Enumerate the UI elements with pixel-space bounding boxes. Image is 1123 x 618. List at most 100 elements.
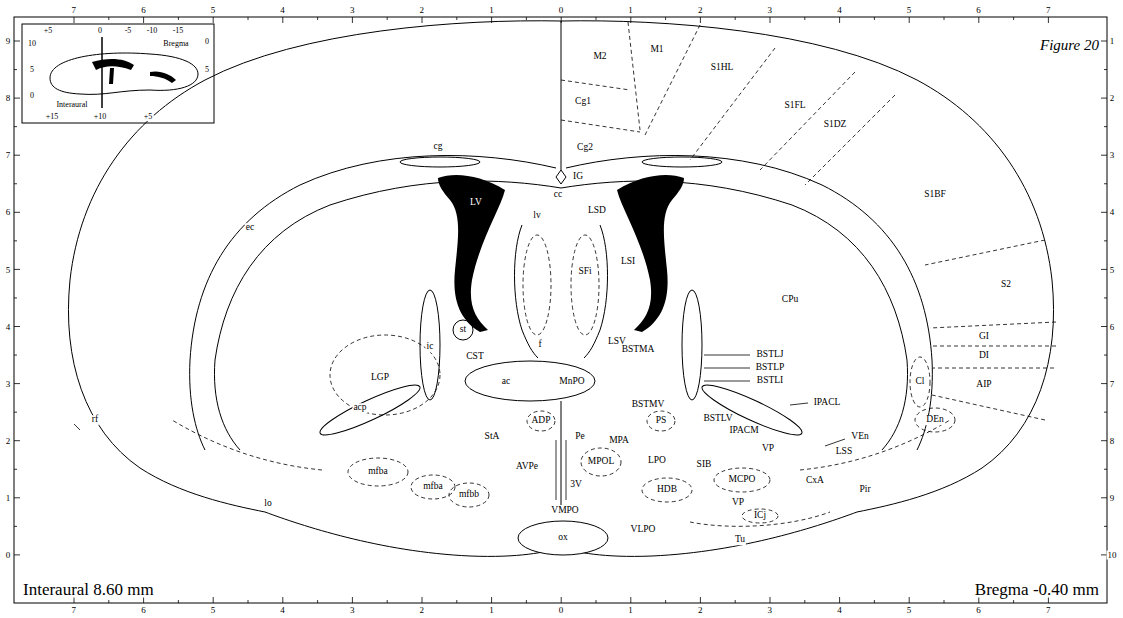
axis-number: 3 <box>349 606 356 615</box>
inset-ventricle <box>150 71 176 83</box>
axis-tick <box>1104 183 1107 184</box>
region-label: PS <box>655 416 668 426</box>
axis-tick <box>700 597 701 603</box>
axis-number: 3 <box>1109 151 1116 160</box>
axis-tick <box>909 17 910 23</box>
section-line <box>101 37 103 108</box>
coordinate-caption: Interaural 8.60 mm <box>22 581 155 598</box>
leader-line <box>825 439 845 446</box>
axis-tick <box>14 183 17 184</box>
axis-number: 4 <box>836 6 843 15</box>
leader-line <box>704 381 750 382</box>
white-matter-edge <box>190 155 556 450</box>
axis-number: 0 <box>558 6 565 15</box>
axis-tick <box>1101 326 1107 327</box>
nucleus-outline <box>581 448 621 476</box>
axis-ticks <box>14 17 1107 603</box>
axis-number: 3 <box>767 6 774 15</box>
inset-label: 0 <box>204 38 210 46</box>
region-label: SFi <box>577 267 592 277</box>
axis-number: 10 <box>1107 551 1118 560</box>
nucleus-outline <box>742 509 778 523</box>
inset-label: +15 <box>45 113 60 121</box>
axis-number: 4 <box>279 6 286 15</box>
axis-number: 6 <box>1109 322 1116 331</box>
region-label: CPu <box>781 295 799 305</box>
axis-tick <box>14 269 20 270</box>
nucleus-outline <box>642 478 692 502</box>
axis-tick <box>143 17 144 23</box>
nucleus-outline <box>449 483 489 507</box>
region-label: IPACM <box>728 426 759 436</box>
region-label: ICj <box>753 511 767 521</box>
nucleus-outline <box>527 411 555 431</box>
axis-tick <box>213 597 214 603</box>
leader-line <box>704 368 750 369</box>
axis-tick <box>665 17 666 20</box>
region-label: MCPO <box>728 475 757 485</box>
nucleus-outline <box>348 458 408 486</box>
region-label: rf <box>91 415 99 425</box>
region-label: LPO <box>647 456 667 466</box>
axis-number: 5 <box>210 606 217 615</box>
axis-tick <box>596 17 597 20</box>
axis-tick <box>14 526 17 527</box>
lateral-ventricle <box>617 175 684 332</box>
nucleus-outline <box>330 335 440 415</box>
region-label: ec <box>245 223 255 233</box>
axis-number: 7 <box>1109 379 1116 388</box>
region-label: BSTMA <box>621 345 656 355</box>
cortex-border <box>628 22 640 130</box>
region-label: Cl <box>915 377 926 387</box>
axis-number: 0 <box>558 606 565 615</box>
axis-number: 6 <box>140 606 147 615</box>
axis-number: 3 <box>349 6 356 15</box>
axis-tick <box>1104 526 1107 527</box>
axis-tick <box>14 497 20 498</box>
axis-tick <box>665 600 666 603</box>
anterior-commissure <box>465 361 595 401</box>
region-label: VLPO <box>630 525 657 535</box>
axis-number: 2 <box>697 6 704 15</box>
region-label: CxA <box>805 476 825 486</box>
axis-number: 6 <box>975 606 982 615</box>
axis-tick <box>14 126 17 127</box>
axis-tick <box>1101 440 1107 441</box>
region-label: LSS <box>835 447 853 457</box>
region-label: GI <box>978 332 990 342</box>
axis-tick <box>1104 297 1107 298</box>
axis-number: 4 <box>836 606 843 615</box>
coordinate-caption: Bregma -0.40 mm <box>974 581 1100 598</box>
nucleus-outline <box>411 475 455 499</box>
axis-number: 6 <box>975 6 982 15</box>
axis-tick <box>387 600 388 603</box>
axis-tick <box>1101 155 1107 156</box>
region-label: MnPO <box>558 377 585 387</box>
region-border <box>690 512 830 526</box>
cortex-border <box>930 322 1056 328</box>
axis-number: 9 <box>1109 493 1116 502</box>
axis-tick <box>561 597 562 603</box>
axis-tick <box>804 17 805 20</box>
axis-number: 2 <box>1109 94 1116 103</box>
axis-number: 7 <box>71 606 78 615</box>
region-label: M2 <box>592 52 607 62</box>
ig-diamond <box>556 170 566 184</box>
region-label: mfbb <box>458 490 480 500</box>
axis-tick <box>630 597 631 603</box>
axis-tick <box>596 600 597 603</box>
axis-tick <box>14 212 20 213</box>
axis-number: 1 <box>5 493 12 502</box>
cortex-border <box>925 240 1045 265</box>
region-label: M1 <box>649 45 664 55</box>
region-label: mfba <box>367 467 389 477</box>
cortex-borders <box>172 22 1056 526</box>
inset-label: 0 <box>97 27 103 35</box>
axis-tick <box>1101 98 1107 99</box>
leader-line <box>790 403 808 405</box>
inset-label: 0 <box>29 92 35 100</box>
axis-tick <box>14 554 20 555</box>
axis-number: 2 <box>697 606 704 615</box>
